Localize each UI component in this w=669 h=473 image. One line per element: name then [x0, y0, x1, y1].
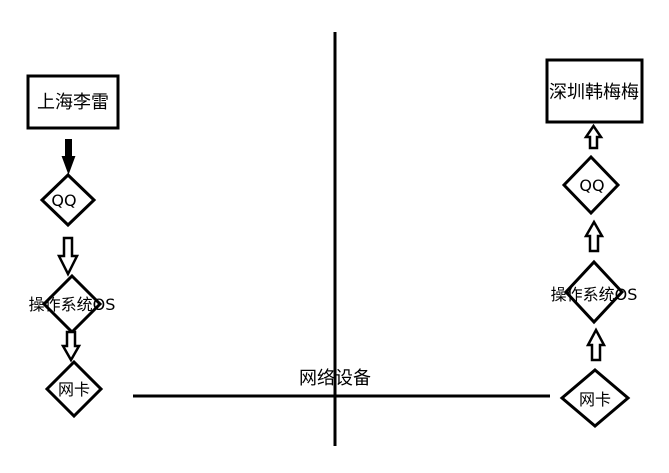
right-person-label: 深圳韩梅梅 [549, 82, 639, 103]
left-nic-label: 网卡 [58, 380, 90, 399]
left-person-label: 上海李雷 [37, 92, 109, 113]
left-person-box [26, 74, 120, 130]
right-os-label: 操作系统OS [551, 285, 638, 304]
right-arrow-up-2 [583, 219, 605, 253]
right-person-box [545, 58, 644, 124]
right-nic-label: 网卡 [579, 390, 611, 409]
left-qq-label: QQ [51, 191, 76, 210]
left-arrow-down-2 [56, 236, 80, 277]
right-os-diamond [563, 259, 625, 325]
right-nic-diamond [559, 368, 631, 428]
left-os-label: 操作系统OS [29, 295, 116, 314]
left-qq-diamond [39, 172, 97, 228]
network-device-label: 网络设备 [299, 368, 371, 389]
left-arrow-down-1 [61, 139, 76, 175]
right-arrow-up-3 [585, 327, 607, 362]
left-arrow-down-3 [60, 330, 82, 363]
left-nic-diamond [44, 359, 104, 419]
right-qq-diamond [561, 154, 621, 216]
right-arrow-up-1 [583, 123, 604, 150]
right-qq-label: QQ [579, 176, 604, 195]
